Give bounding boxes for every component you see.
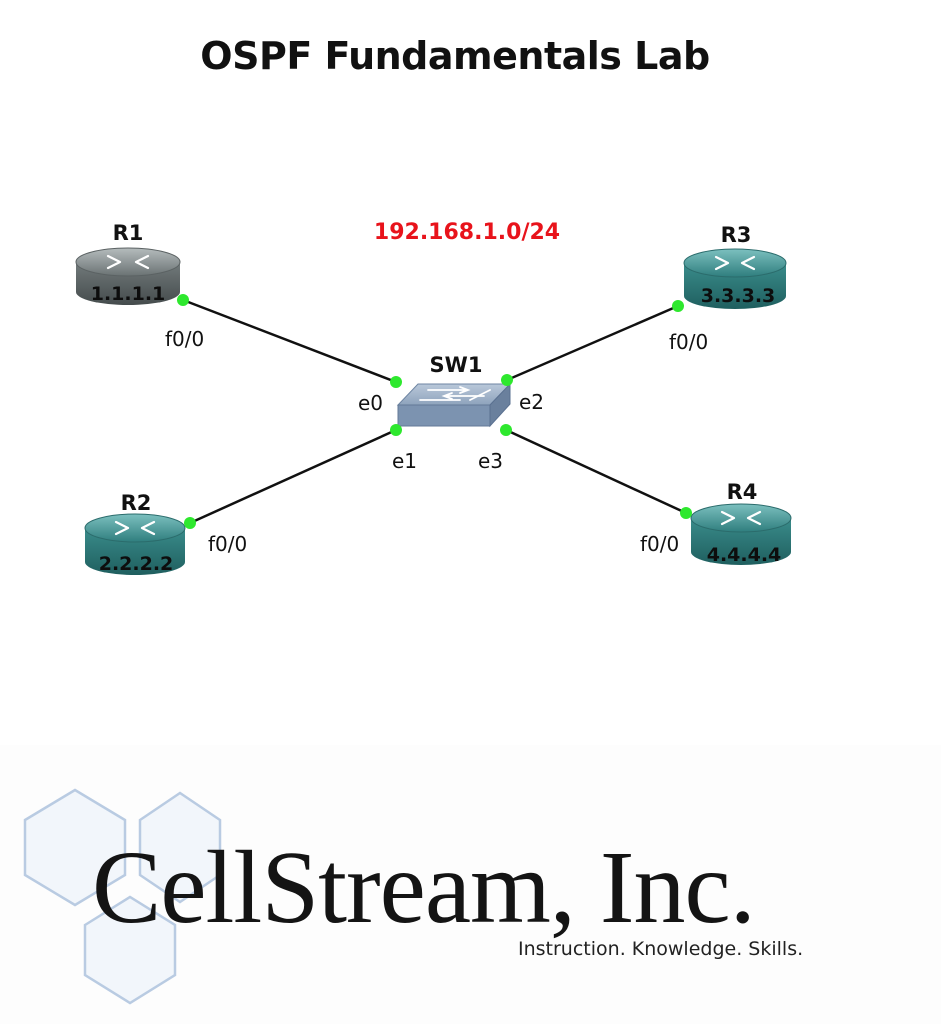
router-r3-ip: 3.3.3.3 (701, 285, 776, 307)
hexagon-logo-mark (23, 788, 222, 1005)
link-r1-sw1 (182, 298, 397, 384)
link-r2-sw1 (189, 428, 397, 525)
router-r1-name: R1 (113, 221, 144, 245)
router-r4-ip: 4.4.4.4 (707, 544, 782, 566)
port-label-e2: e2 (519, 390, 544, 414)
router-icon (106, 254, 150, 270)
port-label-e3: e3 (478, 449, 503, 473)
router-r3[interactable]: R3 3.3.3.3 (683, 223, 787, 309)
router-r1-ip: 1.1.1.1 (91, 283, 166, 305)
company-logo-name: CellStream, Inc. (92, 830, 756, 945)
router-r1[interactable]: R1 1.1.1.1 (75, 221, 181, 305)
port-dot-e3 (500, 424, 512, 436)
router-r2-ip: 2.2.2.2 (99, 553, 174, 575)
r3-interface-label: f0/0 (669, 330, 708, 354)
switch-icon (419, 386, 491, 401)
port-label-e0: e0 (358, 391, 383, 415)
switch-sw1-name: SW1 (430, 353, 483, 377)
page-title: OSPF Fundamentals Lab (200, 34, 710, 78)
router-icon (714, 255, 756, 271)
link-r3-sw1 (506, 304, 679, 382)
port-dot-r2 (184, 517, 196, 529)
router-r4[interactable]: R4 4.4.4.4 (690, 480, 792, 566)
topology-diagram: 192.168.1.0/24 R1 1.1.1.1 R2 2.2.2.2 R3 … (75, 220, 792, 575)
router-r3-name: R3 (721, 223, 752, 247)
router-icon (114, 520, 156, 536)
r4-interface-label: f0/0 (640, 532, 679, 556)
r2-interface-label: f0/0 (208, 532, 247, 556)
router-r2[interactable]: R2 2.2.2.2 (84, 491, 186, 575)
port-dot-r4 (680, 507, 692, 519)
port-dot-e0 (390, 376, 402, 388)
company-tagline: Instruction. Knowledge. Skills. (518, 938, 804, 960)
switch-sw1[interactable]: SW1 (396, 353, 512, 428)
port-dot-r3 (672, 300, 684, 312)
port-dot-r1 (177, 294, 189, 306)
link-r4-sw1 (505, 428, 687, 515)
port-dot-e2 (501, 374, 513, 386)
network-label: 192.168.1.0/24 (374, 220, 560, 245)
port-dot-e1 (390, 424, 402, 436)
router-icon (720, 510, 762, 526)
r1-interface-label: f0/0 (165, 327, 204, 351)
port-dots (177, 294, 692, 529)
links (182, 298, 687, 525)
router-r2-name: R2 (121, 491, 152, 515)
port-label-e1: e1 (392, 449, 417, 473)
router-r4-name: R4 (727, 480, 758, 504)
